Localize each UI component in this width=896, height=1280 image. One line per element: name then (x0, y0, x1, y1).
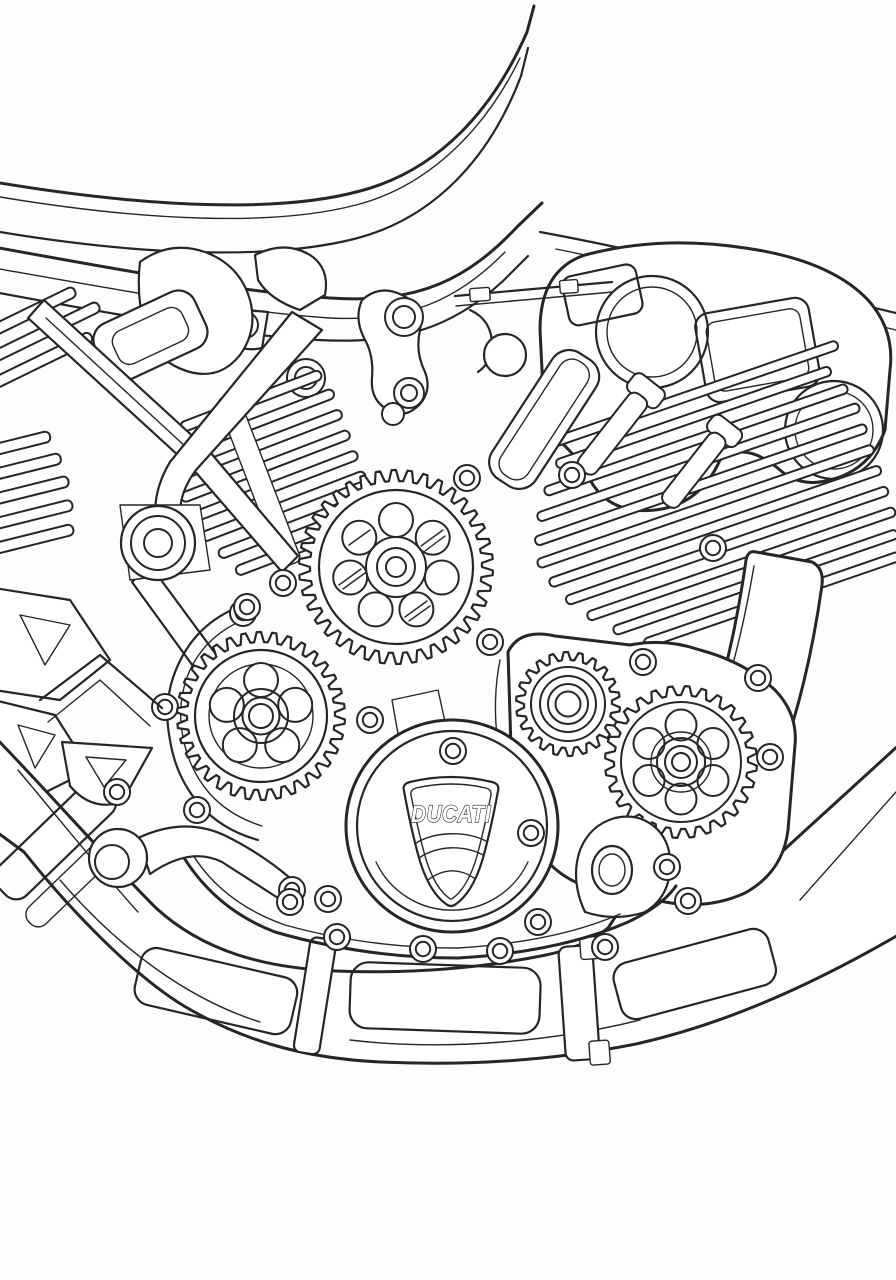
ducati-badge-text: DUCATI (411, 801, 492, 828)
gear-cover-bolt (476, 628, 504, 656)
cover-bolt (517, 819, 545, 847)
starter-motor (482, 332, 601, 490)
frame-downtubes (26, 298, 324, 686)
shift-lever-assembly (38, 653, 292, 900)
cover-bolt (151, 693, 179, 721)
bracket-bolt (103, 778, 131, 806)
rear-cylinder-fins (524, 340, 896, 649)
engine-mount-boss (119, 504, 197, 582)
shift-lever-arm (136, 825, 292, 900)
oil-window (590, 844, 634, 896)
ducati-badge: DUCATI (402, 775, 500, 908)
gear-cover-bolt (453, 464, 481, 492)
case-bolt (233, 593, 261, 621)
crankcase-bottom (170, 834, 678, 960)
case-bolt (653, 853, 681, 881)
clutch-cover: DUCATI (344, 689, 560, 934)
clutch-gear (176, 630, 346, 802)
fuel-tank-lines (0, 4, 536, 254)
front-cylinder-head (92, 246, 328, 398)
fin-bolt (558, 461, 586, 489)
case-bolt (269, 569, 297, 597)
cover-bolt (756, 743, 784, 771)
cover-bolt (629, 648, 657, 676)
valve-cover-panel-small (561, 263, 644, 327)
exhaust-panel-2 (348, 961, 542, 1035)
idler-gear (515, 650, 621, 758)
gear-cover-bolt (356, 706, 384, 734)
case-corner-boss (574, 815, 672, 919)
exhaust-panel-1 (133, 946, 299, 1036)
timing-gear (298, 468, 494, 666)
exhaust-panel-3 (612, 927, 778, 1021)
cam-drive-gear (604, 685, 758, 839)
cover-bolt (183, 796, 211, 824)
head-stud-right (661, 413, 744, 509)
fin-bolt (699, 534, 727, 562)
front-head-slot-cover (92, 289, 209, 383)
front-cylinder-fins-left (0, 430, 75, 555)
case-bolt (674, 887, 702, 915)
cover-bolt (439, 737, 467, 765)
cover-bolt (744, 664, 772, 692)
exhaust-system (0, 550, 896, 1066)
exhaust-pipe-outline (0, 550, 896, 1065)
linkage-cluster (357, 278, 614, 426)
